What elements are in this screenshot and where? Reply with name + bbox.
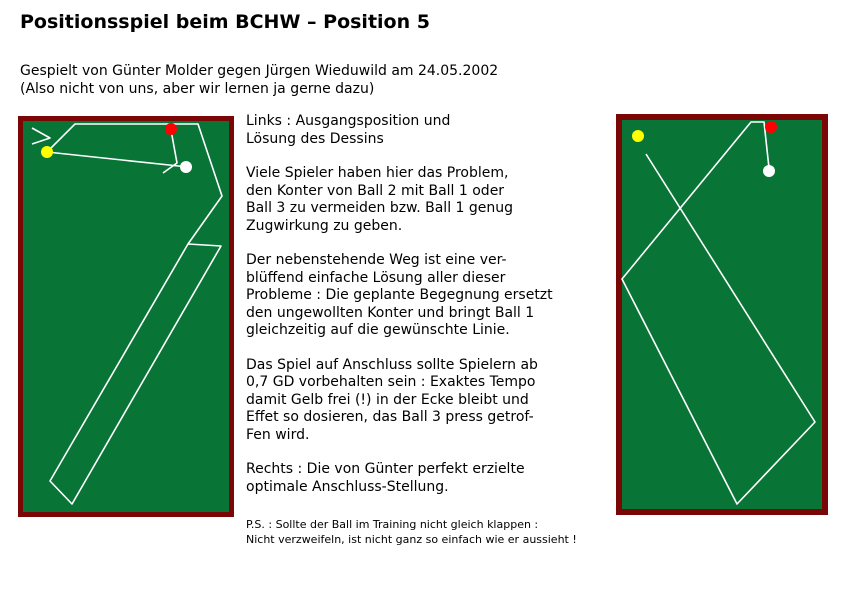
yellow-ball (632, 130, 644, 142)
page-title: Positionsspiel beim BCHW – Position 5 (20, 11, 430, 33)
ball-path (621, 121, 816, 505)
subtitle-line-2: (Also nicht von uns, aber wir lernen ja … (20, 81, 375, 97)
yellow-ball (41, 146, 53, 158)
red-ball (765, 121, 777, 133)
subtitle-line-1: Gespielt von Günter Molder gegen Jürgen … (20, 63, 499, 79)
billiard-table-left (18, 116, 234, 517)
description-text: Links : Ausgangsposition und Lösung des … (246, 113, 616, 513)
white-ball (180, 161, 192, 173)
table-cloth (23, 121, 229, 512)
paragraph-problem: Viele Spieler haben hier das Problem, de… (246, 165, 514, 234)
ball-path (31, 123, 223, 505)
ps-note: P.S. : Sollte der Ball im Training nicht… (246, 518, 577, 546)
paragraph-rechts: Rechts : Die von Günter perfekt erzielte… (246, 461, 525, 495)
white-ball (763, 165, 775, 177)
red-ball (165, 123, 177, 135)
paragraph-solution: Der nebenstehende Weg ist eine ver- blüf… (246, 252, 553, 338)
paragraph-tempo: Das Spiel auf Anschluss sollte Spielern … (246, 356, 538, 443)
table-cloth (622, 120, 822, 509)
billiard-table-right (616, 114, 828, 515)
paragraph-links: Links : Ausgangsposition und Lösung des … (246, 113, 451, 147)
